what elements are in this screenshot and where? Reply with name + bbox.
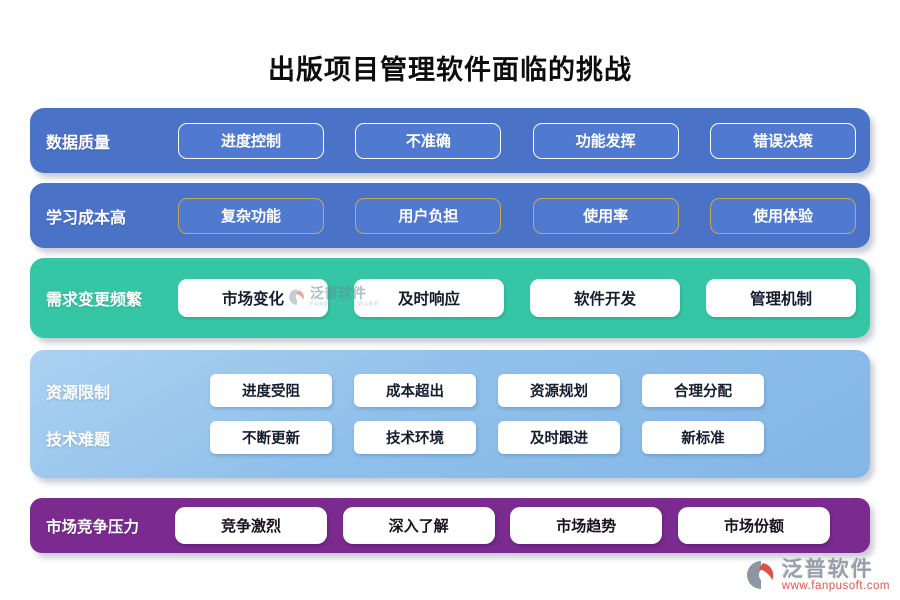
button-group: 竞争激烈 深入了解 市场趋势 市场份额 xyxy=(175,507,830,544)
panel-resource-technical: 资源限制 进度受阻 成本超出 资源规划 合理分配 技术难题 不断更新 技术环境 … xyxy=(30,350,870,478)
tag-button[interactable]: 用户负担 xyxy=(355,197,502,234)
panel-data-quality: 数据质量 进度控制 不准确 功能发挥 错误决策 xyxy=(30,108,870,173)
tag-button[interactable]: 复杂功能 xyxy=(178,197,324,234)
tag-button[interactable]: 错误决策 xyxy=(709,122,856,159)
brand-logo: 泛普软件 www.fanpusoft.com xyxy=(745,558,890,593)
brand-text: 泛普软件 www.fanpusoft.com xyxy=(782,558,890,593)
tag-button[interactable]: 及时响应 xyxy=(354,279,504,317)
tag-button[interactable]: 进度受阻 xyxy=(210,374,332,407)
button-group: 进度控制 不准确 功能发挥 错误决策 xyxy=(178,122,856,159)
tag-button[interactable]: 市场变化 xyxy=(178,279,328,317)
tag-button[interactable]: 不准确 xyxy=(355,122,502,159)
panel-requirement-change: 需求变更频繁 市场变化 及时响应 软件开发 管理机制 xyxy=(30,258,870,338)
panel-label: 资源限制 xyxy=(46,382,111,402)
tag-button[interactable]: 市场份额 xyxy=(677,507,830,544)
tag-button[interactable]: 管理机制 xyxy=(706,279,856,317)
tag-button[interactable]: 功能发挥 xyxy=(532,122,679,159)
button-group: 进度受阻 成本超出 资源规划 合理分配 xyxy=(210,374,764,407)
tag-button[interactable]: 软件开发 xyxy=(530,279,680,317)
fanpu-logo-icon xyxy=(746,560,774,589)
brand-name: 泛普软件 xyxy=(781,555,874,581)
button-group: 市场变化 及时响应 软件开发 管理机制 xyxy=(178,279,856,317)
panel-learning-cost: 学习成本高 复杂功能 用户负担 使用率 使用体验 xyxy=(30,183,870,248)
panel-label: 学习成本高 xyxy=(46,207,127,227)
panel-label: 需求变更频繁 xyxy=(46,290,143,309)
panel-label: 市场竞争压力 xyxy=(46,516,140,536)
panel-market-competition: 市场竞争压力 竞争激烈 深入了解 市场趋势 市场份额 xyxy=(30,498,870,553)
tag-button[interactable]: 市场趋势 xyxy=(510,507,663,544)
tag-button[interactable]: 竞争激烈 xyxy=(175,507,327,544)
tag-button[interactable]: 成本超出 xyxy=(354,374,476,407)
tag-button[interactable]: 技术环境 xyxy=(354,421,476,454)
tag-button[interactable]: 新标准 xyxy=(642,421,764,454)
tag-button[interactable]: 及时跟进 xyxy=(498,421,620,454)
panel-label: 数据质量 xyxy=(46,132,111,152)
tag-button[interactable]: 合理分配 xyxy=(642,374,764,407)
button-group: 复杂功能 用户负担 使用率 使用体验 xyxy=(178,197,856,234)
panel-label: 技术难题 xyxy=(46,429,111,449)
tag-button[interactable]: 资源规划 xyxy=(498,374,620,407)
tag-button[interactable]: 使用体验 xyxy=(709,197,856,234)
sub-row-resource: 资源限制 进度受阻 成本超出 资源规划 合理分配 xyxy=(30,374,870,407)
tag-button[interactable]: 进度控制 xyxy=(178,122,324,159)
tag-button[interactable]: 使用率 xyxy=(532,197,679,234)
tag-button[interactable]: 不断更新 xyxy=(210,421,332,454)
tag-button[interactable]: 深入了解 xyxy=(342,507,495,544)
button-group: 不断更新 技术环境 及时跟进 新标准 xyxy=(210,421,764,454)
brand-url: www.fanpusoft.com xyxy=(781,579,890,592)
sub-row-technical: 技术难题 不断更新 技术环境 及时跟进 新标准 xyxy=(30,421,870,454)
page-title: 出版项目管理软件面临的挑战 xyxy=(268,55,632,86)
